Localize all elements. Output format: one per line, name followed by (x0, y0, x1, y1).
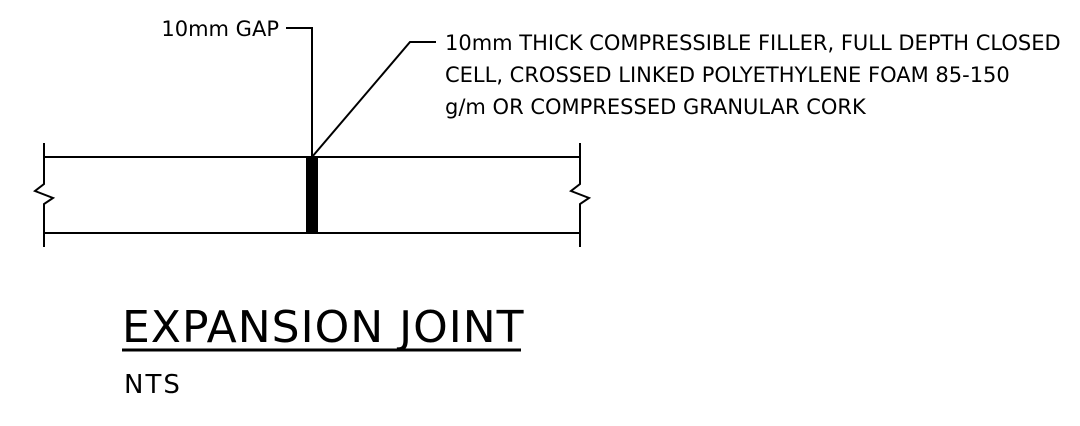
filler-note-line-1: 10mm THICK COMPRESSIBLE FILLER, FULL DEP… (445, 31, 1061, 55)
joint-filler (306, 157, 318, 233)
gap-label: 10mm GAP (161, 17, 279, 41)
gap-leader-line (286, 27, 313, 157)
right-break-line (568, 143, 592, 247)
scale-label: NTS (124, 370, 182, 400)
filler-note-line-2: CELL, CROSSED LINKED POLYETHYLENE FOAM 8… (445, 63, 1010, 87)
filler-note-line-3: g/m OR COMPRESSED GRANULAR CORK (445, 95, 867, 119)
filler-note: 10mm THICK COMPRESSIBLE FILLER, FULL DEP… (445, 31, 1061, 119)
drawing-title: EXPANSION JOINT (122, 302, 525, 353)
left-break-line (32, 143, 56, 247)
filler-leader-line (311, 41, 436, 158)
